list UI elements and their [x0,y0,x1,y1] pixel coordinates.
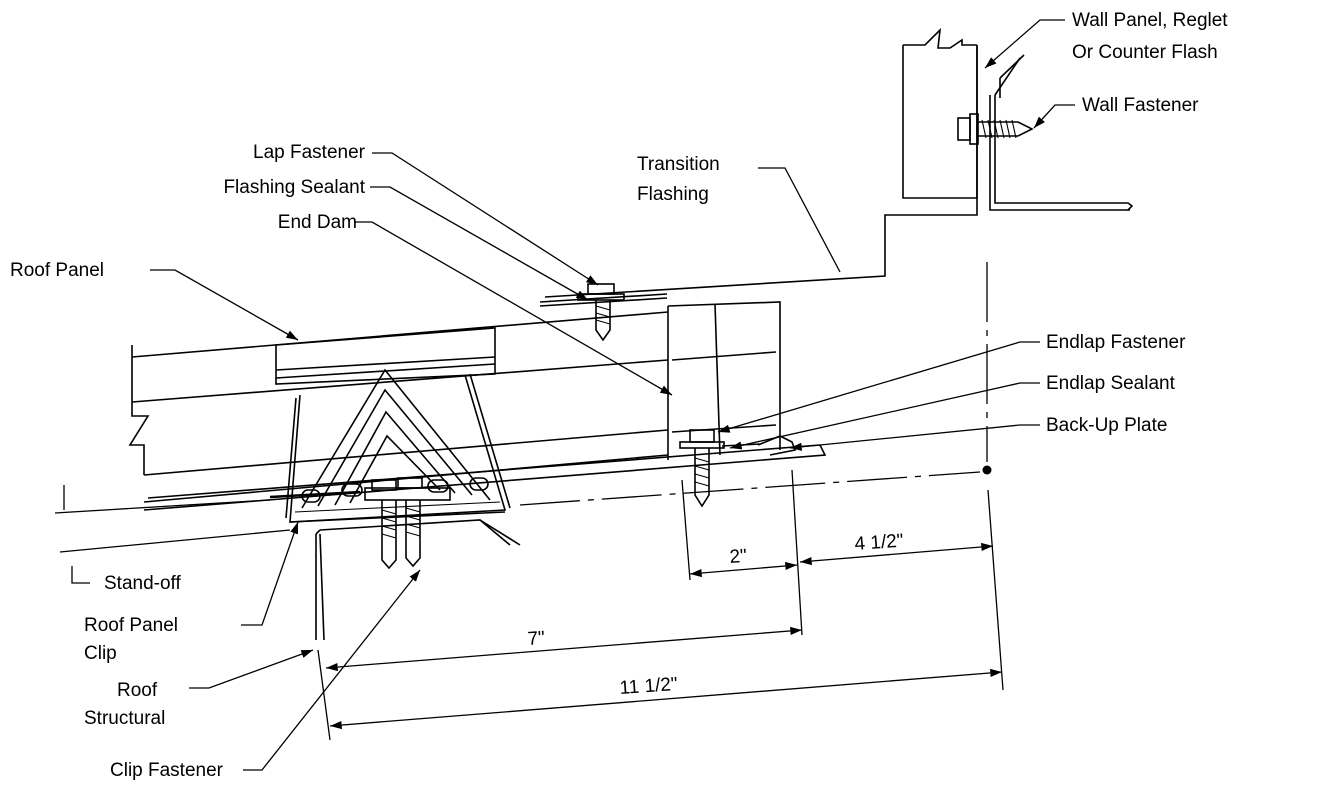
label-clip-1: Roof Panel [84,615,178,636]
label-wall-fastener: Wall Fastener [1082,95,1199,116]
centerline-point [982,465,992,475]
dim-4-5: 4 1/2" [854,531,904,555]
dimension-lines [317,469,1004,741]
label-lap-fastener: Lap Fastener [253,142,366,163]
label-standoff: Stand-off [104,573,181,594]
label-endlap-fastener: Endlap Fastener [1046,332,1186,353]
panel-centerline [519,471,981,506]
label-structural-2: Structural [84,708,165,729]
roof-panel-clip-shape [269,368,511,523]
roof-structural-shape [315,519,521,641]
label-clip-fastener: Clip Fastener [110,760,224,781]
lap-fastener-shape [577,283,625,342]
label-flashing-sealant: Flashing Sealant [223,177,365,198]
label-wall-panel-2: Or Counter Flash [1072,42,1218,63]
label-roof-panel: Roof Panel [10,260,104,281]
clip-fastener-shape [381,500,421,570]
label-transition-1: Transition [637,154,720,175]
standoff-dimension [54,485,291,584]
dim-11-5: 11 1/2" [619,674,678,699]
label-end-dam: End Dam [278,212,357,233]
label-clip-2: Clip [84,643,117,664]
endlap-fastener-shape [679,429,761,508]
wall-panel-shape [544,27,1134,298]
label-endlap-sealant: Endlap Sealant [1046,373,1176,394]
label-structural-1: Roof [117,680,158,701]
label-transition-2: Flashing [637,184,709,205]
wall-fastener-shape [957,113,1034,145]
leader-lines [150,19,1075,771]
dim-2: 2" [729,546,748,568]
dim-7: 7" [527,628,546,650]
label-backup-plate: Back-Up Plate [1046,415,1167,436]
label-wall-panel-1: Wall Panel, Reglet [1072,10,1228,31]
